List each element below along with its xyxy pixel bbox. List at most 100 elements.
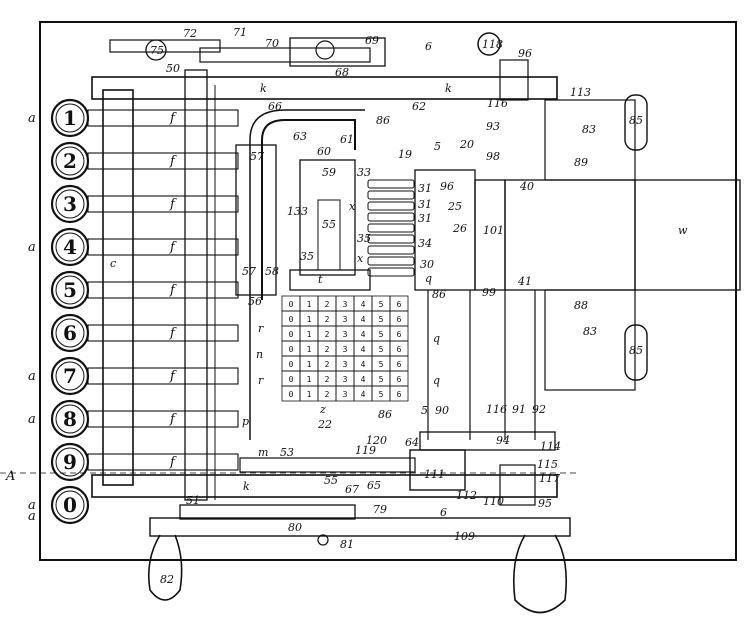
counter-wheel xyxy=(367,179,415,189)
key-inner-ring xyxy=(55,232,85,262)
key-6[interactable]: 6 xyxy=(50,313,90,353)
part-label: 31 xyxy=(418,182,432,195)
part-label: 72 xyxy=(183,27,197,40)
part-label: 93 xyxy=(486,120,500,133)
counter-digit: 1 xyxy=(307,360,312,369)
lever-label-f: f xyxy=(169,455,177,470)
lever-label-f: f xyxy=(169,197,177,212)
key-4[interactable]: 4 xyxy=(50,227,90,267)
counter-wheel xyxy=(367,245,415,255)
part-label: 50 xyxy=(166,62,180,75)
counter-wheel xyxy=(367,256,415,266)
part-label: 88 xyxy=(574,299,588,312)
counter-wheel xyxy=(367,201,415,211)
base-plate xyxy=(39,21,737,561)
counter-digit: 1 xyxy=(307,300,312,309)
part-label: 115 xyxy=(537,458,558,471)
part-label: p xyxy=(242,415,249,428)
part-label: 91 xyxy=(512,403,526,416)
part-label: 61 xyxy=(340,133,354,146)
link-70 xyxy=(199,47,371,63)
lever-handle[interactable] xyxy=(512,534,568,614)
part-label: 81 xyxy=(340,538,354,551)
key-5[interactable]: 5 xyxy=(50,270,90,310)
key-lever xyxy=(87,152,239,170)
key-inner-ring xyxy=(55,103,85,133)
bar-94 xyxy=(419,431,556,451)
part-label: 35 xyxy=(300,250,314,263)
key-lever xyxy=(87,367,239,385)
bracket-57 xyxy=(235,144,277,296)
counter-digit: 2 xyxy=(325,360,330,369)
key-inner-ring xyxy=(55,146,85,176)
counter-wheel xyxy=(367,234,415,244)
key-lever xyxy=(87,109,239,127)
counter-digit: 1 xyxy=(307,390,312,399)
key-9[interactable]: 9 xyxy=(50,442,90,482)
handle-85-bottom xyxy=(624,324,648,381)
part-label: k xyxy=(243,480,250,493)
counter-wheel xyxy=(367,267,415,277)
key-3[interactable]: 3 xyxy=(50,184,90,224)
part-label: 71 xyxy=(233,26,247,39)
frame-c xyxy=(102,89,134,486)
part-label: 33 xyxy=(357,166,371,179)
paper-w-tail xyxy=(634,179,741,291)
part-label: 112 xyxy=(456,489,477,502)
spring-117 xyxy=(499,464,536,506)
part-label: 99 xyxy=(482,286,496,299)
key-8[interactable]: 8 xyxy=(50,399,90,439)
counter-digit: 1 xyxy=(307,345,312,354)
part-label: 82 xyxy=(160,573,174,586)
counter-digit: 5 xyxy=(379,300,384,309)
link-72 xyxy=(109,39,221,53)
part-label: 94 xyxy=(496,434,510,447)
key-number: 0 xyxy=(63,493,77,517)
part-label: z xyxy=(319,403,326,416)
counter-digit: 3 xyxy=(343,375,348,384)
part-label: 80 xyxy=(288,521,302,534)
key-2[interactable]: 2 xyxy=(50,141,90,181)
key-number: 4 xyxy=(63,235,77,259)
counter-digit: 4 xyxy=(361,345,366,354)
part-label: 101 xyxy=(483,224,504,237)
key-ring[interactable] xyxy=(50,485,90,525)
part-label: 6 xyxy=(425,40,432,53)
lever-label-f: f xyxy=(169,326,177,341)
counter-digit: 6 xyxy=(397,330,402,339)
part-label: 34 xyxy=(418,237,432,250)
plate-83-top xyxy=(544,99,636,181)
key-inner-ring xyxy=(55,490,85,520)
part-label: 55 xyxy=(322,218,336,231)
counter-digit: 0 xyxy=(289,330,294,339)
part-label: r xyxy=(258,374,264,387)
part-label: 40 xyxy=(519,180,534,193)
lever-82[interactable] xyxy=(147,534,183,601)
part-label: 19 xyxy=(398,148,412,161)
key-inner-ring xyxy=(55,318,85,348)
counter-digit: 0 xyxy=(289,300,294,309)
key-lever xyxy=(87,195,239,213)
part-label: 120 xyxy=(366,434,387,447)
part-label: 5 xyxy=(434,140,441,153)
part-label: 63 xyxy=(293,130,307,143)
block-69 xyxy=(289,37,386,67)
part-label: 68 xyxy=(335,66,349,79)
counter-digit: 2 xyxy=(325,330,330,339)
part-label: q xyxy=(433,374,440,387)
key-7[interactable]: 7 xyxy=(50,356,90,396)
key-0[interactable]: 0 xyxy=(50,485,90,525)
knob-118 xyxy=(477,32,501,56)
key-1[interactable]: 1 xyxy=(50,98,90,138)
plate-83-bottom xyxy=(544,289,636,391)
part-label: 58 xyxy=(265,265,279,278)
bottom-rail-k xyxy=(91,474,558,498)
part-label: 22 xyxy=(317,418,332,431)
counter-digit: 4 xyxy=(361,300,366,309)
counter-digit: 2 xyxy=(325,375,330,384)
column-55 xyxy=(299,159,356,276)
part-label: 75 xyxy=(150,44,164,57)
part-label: n xyxy=(256,348,263,361)
